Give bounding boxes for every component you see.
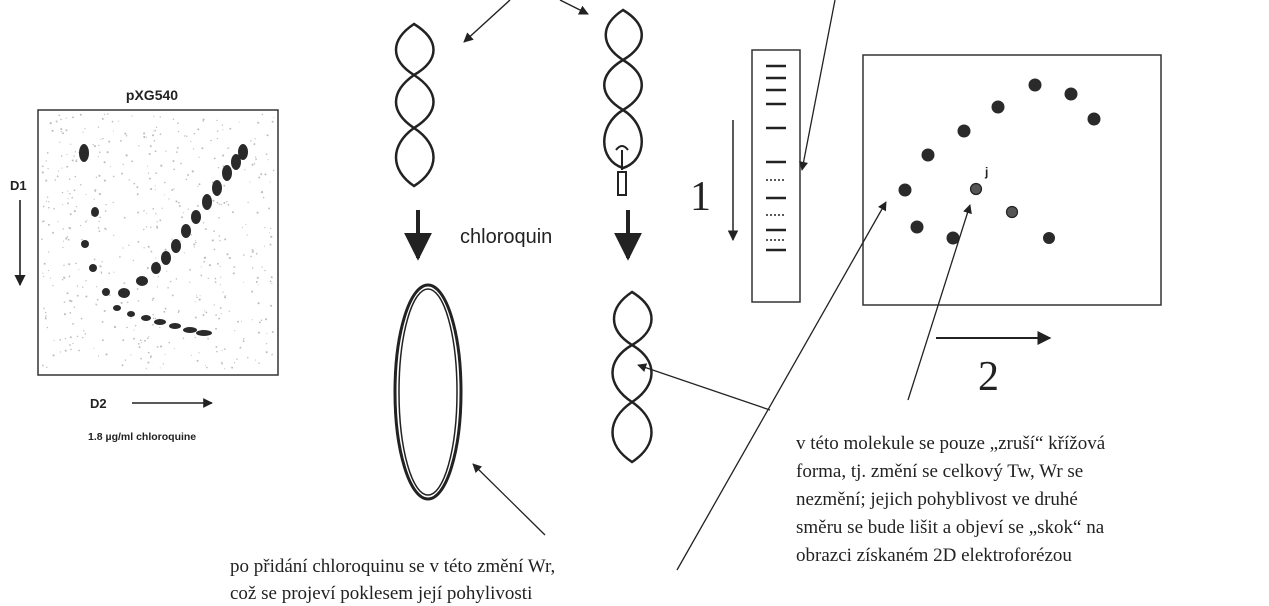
gel-spot: [169, 323, 181, 329]
gel-spot: [91, 207, 99, 217]
marker-j: j: [984, 165, 988, 179]
note-right-line: forma, tj. změní se celkový Tw, Wr se: [796, 461, 1083, 482]
gel-spot: [154, 319, 166, 325]
gel-spot: [171, 239, 181, 253]
note-right-line: směru se bude lišit a objeví se „skok“ n…: [796, 517, 1105, 538]
gel-spot: [202, 194, 212, 210]
dots-gray: [971, 184, 1018, 218]
note-bottom-line: po přidání chloroquinu se v této změní W…: [230, 556, 555, 577]
ladder-bands: [766, 66, 786, 250]
gel-spot: [113, 305, 121, 311]
gel-spot: [151, 262, 161, 274]
gel-spot: [196, 330, 212, 336]
relaxed-circle: [395, 285, 461, 499]
note-right-line: obrazci získaném 2D elektroforézou: [796, 545, 1072, 566]
pointer-to-ellipse: [473, 464, 545, 535]
gel-spot: [79, 144, 89, 162]
dim2-label: 2: [978, 354, 999, 400]
pointer-to-ladder: [802, 0, 835, 170]
pointer-to-j-dot: [908, 205, 970, 400]
gel-spot: [191, 210, 201, 224]
pointer-top-left: [464, 0, 510, 42]
ladder-frame: [752, 50, 800, 302]
dots-panel: j 2: [863, 55, 1161, 400]
note-bottom-line: což se projeví poklesem její pohylivosti: [230, 583, 532, 604]
gel-spot: [222, 165, 232, 181]
gel-spot: [212, 180, 222, 196]
cruciform-stem: [616, 146, 628, 195]
note-bottom: po přidání chloroquinu se v této změní W…: [230, 556, 560, 604]
gel-spot: [89, 264, 97, 272]
gel-spot: [136, 276, 148, 286]
note-right-line: nezmění; jejich pohyblivost ve druhé: [796, 489, 1078, 510]
supercoil-lower: [613, 292, 652, 462]
gel-spot: [141, 315, 151, 321]
gel-spot: [118, 288, 130, 298]
chloroquin-label: chloroquin: [460, 226, 552, 248]
d2-label: D2: [90, 396, 107, 411]
molecules: [395, 10, 652, 499]
dim1-label: 1: [690, 174, 711, 220]
gel-spot: [183, 327, 197, 333]
pointer-to-lower-coil: [638, 365, 770, 410]
note-right-line: v této molekule se pouze „zruší“ křížová: [796, 433, 1106, 454]
gel-panel: pXG540 D1 D2 1.8 µg/ml chloroquine: [10, 87, 278, 443]
gel-spots: [79, 144, 248, 336]
gel-spot: [81, 240, 89, 248]
relaxed-circle-inner: [399, 289, 457, 495]
gel-spot: [102, 288, 110, 296]
gel-spot: [161, 251, 171, 265]
pointer-top-mid: [560, 0, 588, 14]
d1-label: D1: [10, 178, 27, 193]
gel-spot: [181, 224, 191, 238]
supercoil-cruciform: [604, 10, 642, 168]
gel-spot: [127, 311, 135, 317]
note-right: v této molekule se pouze „zruší“ křížová…: [796, 433, 1110, 566]
supercoil-left: [396, 24, 434, 186]
dots-frame: [863, 55, 1161, 305]
ladder-panel: 1: [690, 50, 800, 302]
gel-spot: [231, 154, 241, 170]
dots: [899, 79, 1101, 245]
gel-title: pXG540: [126, 87, 178, 103]
pointer-to-jump-dot: [677, 202, 886, 570]
gel-caption: 1.8 µg/ml chloroquine: [88, 431, 196, 443]
